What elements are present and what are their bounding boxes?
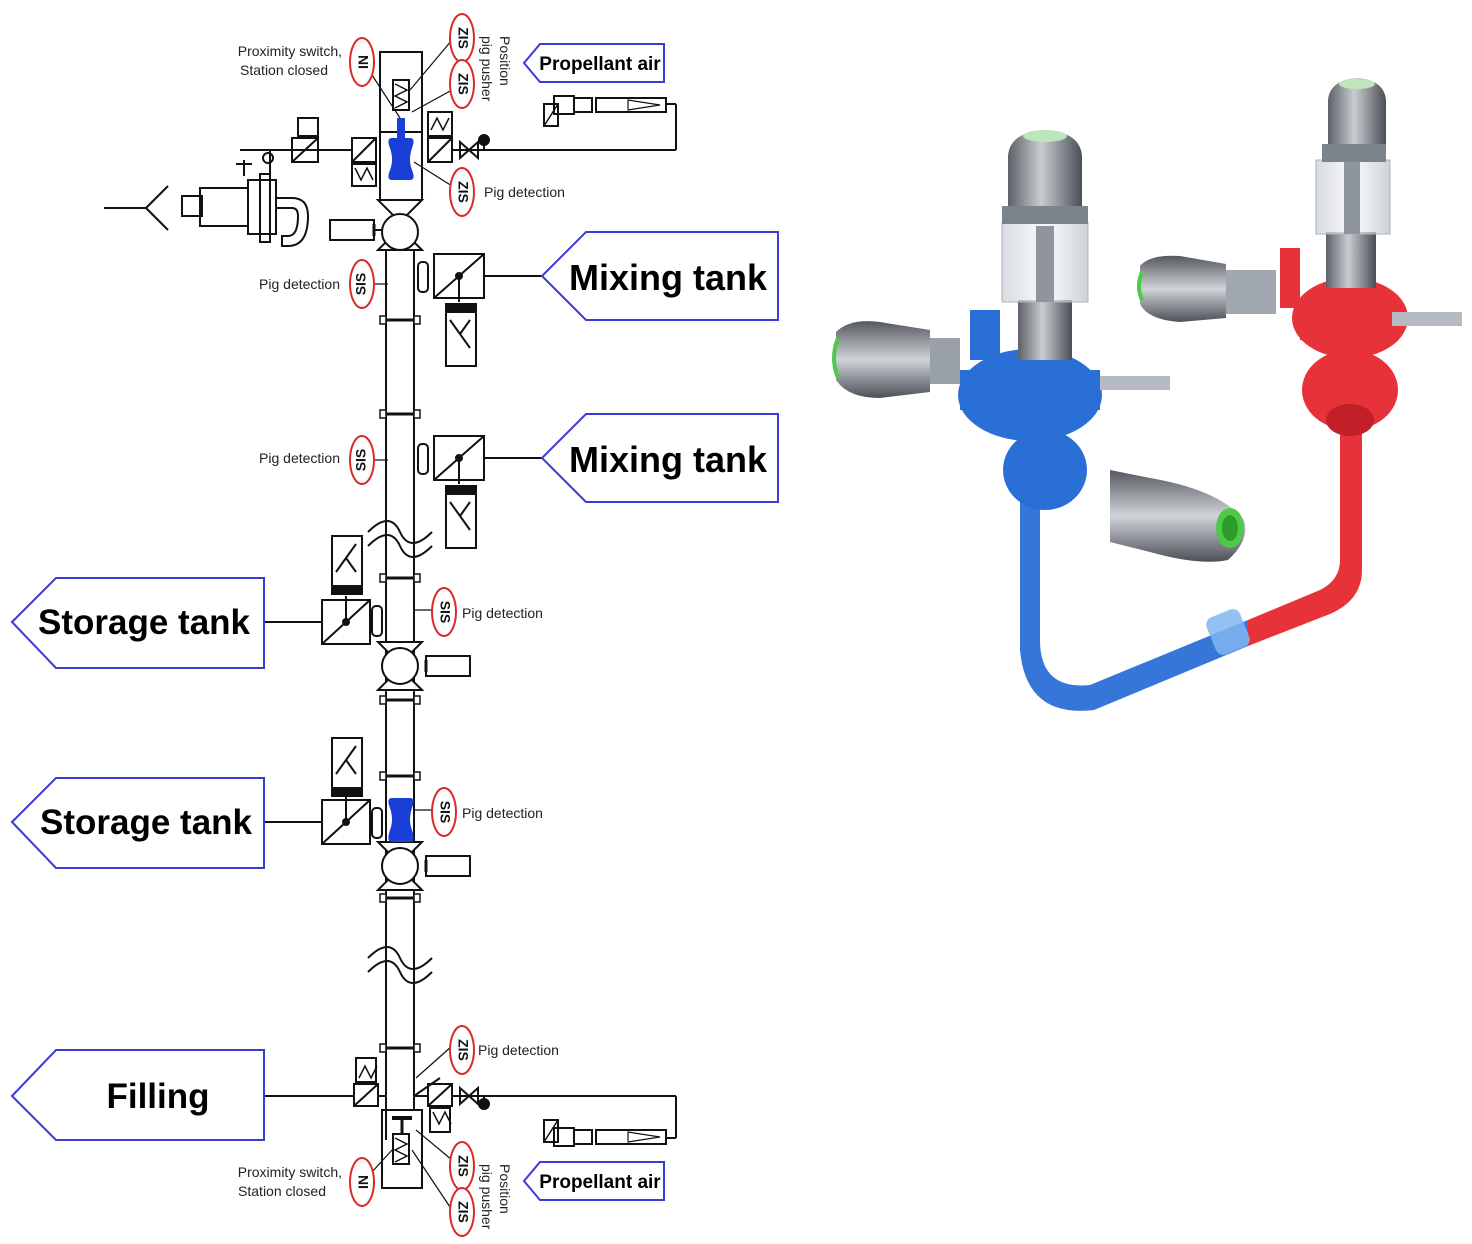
tag-zis-bottom-3: ZIS — [449, 1187, 475, 1237]
actuator-red-left — [1137, 255, 1276, 322]
pig-detection-label-3: Pig detection — [259, 450, 340, 466]
pig-detection-label-4: Pig detection — [462, 605, 543, 621]
tag-zis-bottom-1: ZIS — [449, 1025, 475, 1075]
tag-zis-top-2: ZIS — [449, 59, 475, 109]
pig-detection-label-2: Pig detection — [259, 276, 340, 292]
propellant-air-top-box: Propellant air — [522, 43, 665, 83]
actuator-blue-top — [1001, 130, 1089, 360]
position-top-label: Position — [497, 36, 513, 86]
actuator-red-top — [1315, 78, 1391, 288]
svg-text:ZIS: ZIS — [455, 1201, 471, 1223]
svg-text:SIS: SIS — [437, 601, 453, 624]
storage-tank-2-arrow: Storage tank — [10, 777, 265, 869]
tag-ni-top: NI — [349, 37, 375, 87]
tag-sis-4: SIS — [431, 787, 457, 837]
pig-detection-label-1: Pig detection — [484, 184, 565, 200]
svg-text:ZIS: ZIS — [455, 27, 471, 49]
storage-tank-1-arrow: Storage tank — [10, 577, 265, 669]
red-pipe — [1248, 430, 1362, 646]
svg-text:Filling: Filling — [106, 1077, 209, 1116]
station-closed-bottom-label: Station closed — [238, 1183, 326, 1199]
filling-arrow: Filling — [10, 1049, 265, 1141]
svg-text:NI: NI — [355, 55, 371, 69]
svg-text:SIS: SIS — [353, 273, 369, 296]
tag-zis-top-3: ZIS — [449, 167, 475, 217]
svg-text:Storage tank: Storage tank — [38, 603, 251, 642]
svg-text:ZIS: ZIS — [455, 73, 471, 95]
svg-text:Mixing tank: Mixing tank — [569, 257, 768, 298]
svg-text:Propellant air: Propellant air — [539, 54, 661, 75]
svg-text:NI: NI — [355, 1175, 371, 1189]
tag-zis-bottom-2: ZIS — [449, 1141, 475, 1191]
pig-pusher-top-label: pig pusher — [479, 36, 495, 102]
actuator-mid-right — [1110, 470, 1246, 562]
svg-text:ZIS: ZIS — [455, 1039, 471, 1061]
proximity-switch-top-label: Proximity switch, — [238, 43, 342, 59]
pig-pusher-bottom-label: pig pusher — [479, 1164, 495, 1230]
pig-top-stem — [397, 118, 405, 138]
pig-detection-label-6: Pig detection — [478, 1042, 559, 1058]
tag-sis-2: SIS — [349, 435, 375, 485]
svg-text:SIS: SIS — [437, 801, 453, 824]
svg-text:Propellant air: Propellant air — [539, 1172, 661, 1193]
mixing-tank-2-arrow: Mixing tank — [540, 413, 779, 503]
svg-text:ZIS: ZIS — [455, 1155, 471, 1177]
svg-text:Mixing tank: Mixing tank — [569, 439, 768, 480]
position-bottom-label: Position — [497, 1164, 513, 1214]
pig-top — [388, 138, 414, 180]
pig-detection-label-5: Pig detection — [462, 805, 543, 821]
svg-text:Storage tank: Storage tank — [40, 803, 253, 842]
pig-bottom — [388, 798, 414, 842]
tag-zis-top-1: ZIS — [449, 13, 475, 63]
tag-sis-3: SIS — [431, 587, 457, 637]
station-closed-top-label: Station closed — [240, 62, 328, 78]
tag-ni-bottom: NI — [349, 1157, 375, 1207]
svg-text:SIS: SIS — [353, 449, 369, 472]
mixing-tank-1-arrow: Mixing tank — [540, 231, 779, 321]
valve-assembly-render — [832, 78, 1462, 711]
blue-pipe — [1020, 500, 1248, 711]
proximity-switch-bottom-label: Proximity switch, — [238, 1164, 342, 1180]
actuator-left — [832, 321, 960, 398]
svg-text:ZIS: ZIS — [455, 181, 471, 203]
tag-sis-1: SIS — [349, 259, 375, 309]
propellant-air-bottom-box: Propellant air — [522, 1161, 665, 1201]
schematic — [104, 39, 677, 1211]
